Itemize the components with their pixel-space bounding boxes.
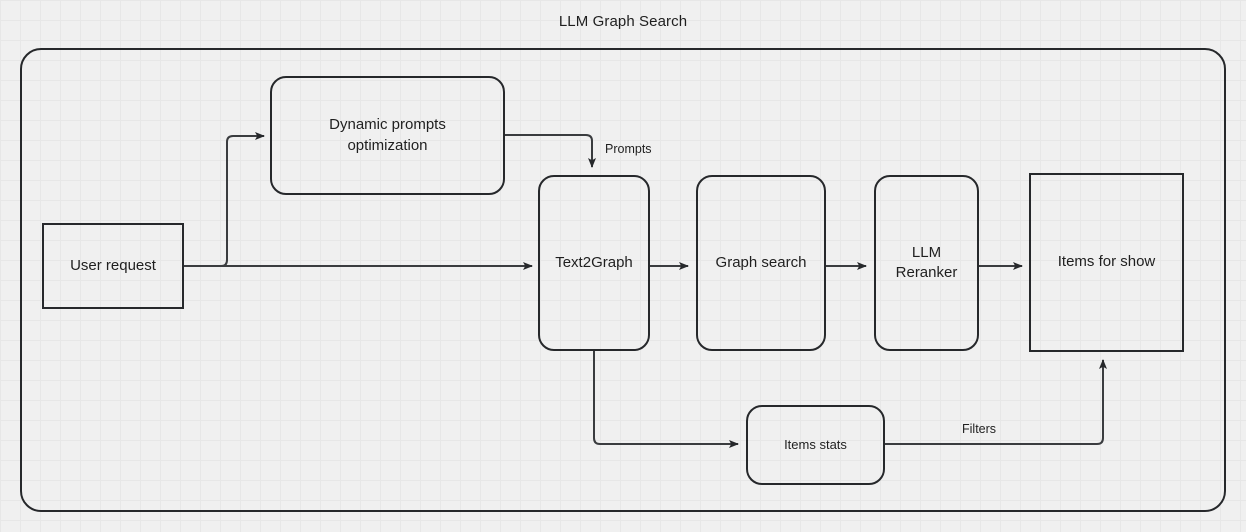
- node-user-request-label: User request: [70, 256, 156, 274]
- page-title: LLM Graph Search: [558, 13, 688, 30]
- edge-label-filters: Filters: [962, 422, 997, 436]
- node-text2graph-label: Text2Graph: [555, 253, 633, 271]
- node-graph-search[interactable]: Graph search: [696, 175, 826, 351]
- node-items-for-show-label: Items for show: [1057, 253, 1156, 271]
- node-graph-search-label: Graph search: [715, 253, 807, 271]
- node-items-stats[interactable]: Items stats: [746, 405, 885, 485]
- node-text2graph[interactable]: Text2Graph: [538, 175, 650, 351]
- node-llm-reranker[interactable]: LLM Reranker: [874, 175, 979, 351]
- node-llm-reranker-label: LLM Reranker: [895, 243, 958, 281]
- node-user-request[interactable]: User request: [42, 223, 184, 309]
- edge-dynamic-prompts-to-text2graph: [505, 134, 596, 168]
- node-items-stats-label: Items stats: [784, 437, 847, 453]
- edge-user-request-to-dynamic-prompts: [205, 132, 265, 267]
- node-items-for-show[interactable]: Items for show: [1029, 173, 1184, 352]
- edge-label-prompts: Prompts: [605, 142, 652, 156]
- node-dynamic-prompts-optimization-label: Dynamic prompts optimization: [329, 116, 446, 154]
- node-dynamic-prompts-optimization[interactable]: Dynamic prompts optimization: [270, 76, 505, 195]
- edge-items-stats-to-items-for-show: [885, 359, 1107, 445]
- edge-text2graph-to-items-stats: [593, 351, 739, 448]
- llm-graph-search-container: [20, 48, 1226, 512]
